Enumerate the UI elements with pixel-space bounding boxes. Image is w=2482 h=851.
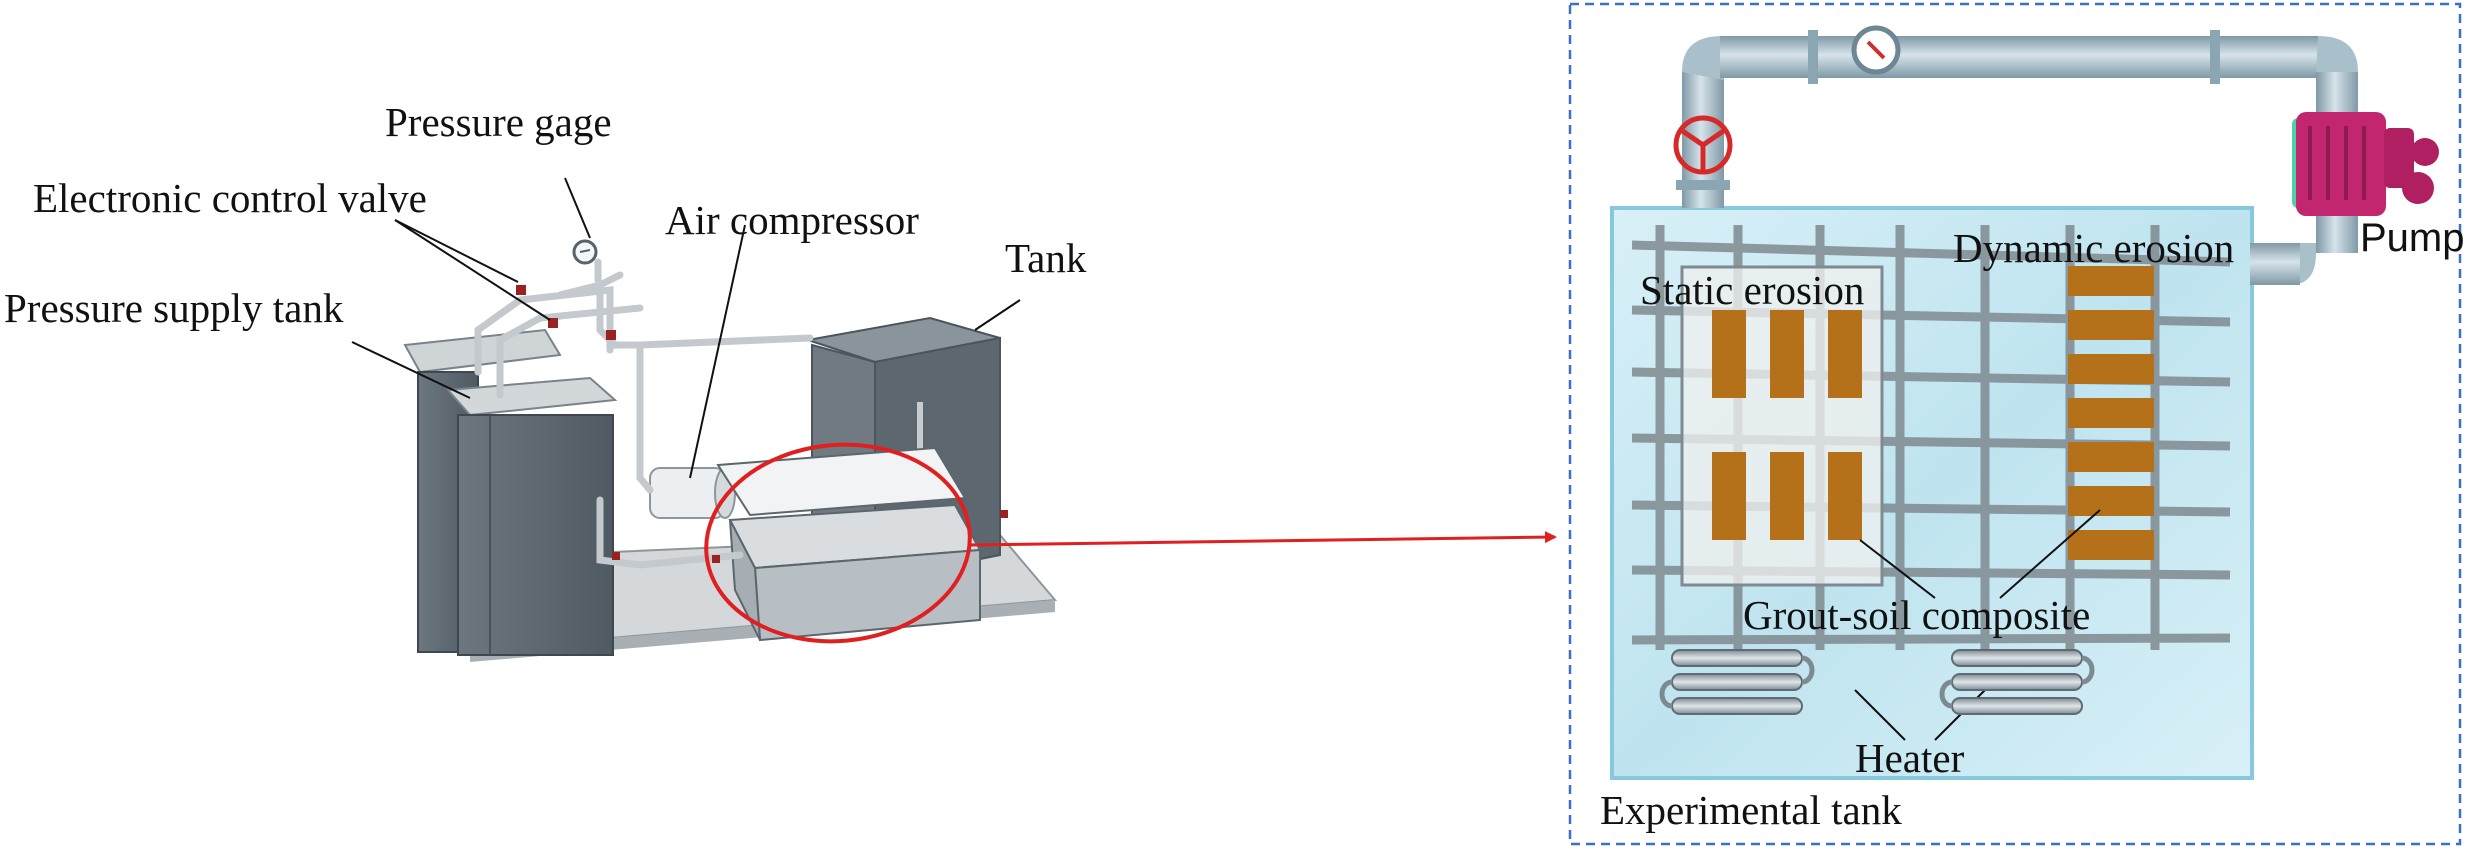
air-compressor-body [649,467,736,519]
connector-arrow [967,531,1557,547]
heater-left [1659,649,1815,715]
small-experimental-tank [716,446,982,642]
valve-wheel [1673,115,1733,175]
label-static-erosion: Static erosion [1640,267,1865,313]
dynamic-samples [2068,266,2154,560]
apparatus-3d [351,177,1058,662]
circulation-pipe [1676,30,2358,285]
heater-right [1939,649,2095,715]
label-pressure-gage: Pressure gage [385,99,612,145]
leader-lines [351,177,1021,479]
pressure-supply-tank-body [403,328,618,656]
schematic-panel [1568,2,2462,846]
highlight-ellipse [704,442,972,644]
valve-markers [516,285,1008,563]
schematic-frame [1568,2,2462,846]
label-grout-soil-composite: Grout-soil composite [1743,592,2091,638]
label-experimental-tank: Experimental tank [1600,787,1902,833]
label-pressure-supply-tank: Pressure supply tank [4,285,344,331]
label-dynamic-erosion: Dynamic erosion [1953,225,2235,271]
piping [474,258,814,569]
pump-unit [2292,112,2439,216]
label-air-compressor: Air compressor [665,197,919,243]
label-tank: Tank [1005,235,1087,281]
label-electronic-control-valve: Electronic control valve [33,175,427,221]
label-heater: Heater [1855,735,1965,781]
label-pump: Pump [2360,216,2465,260]
flow-gauge [1851,25,1901,75]
static-samples [1712,310,1862,540]
